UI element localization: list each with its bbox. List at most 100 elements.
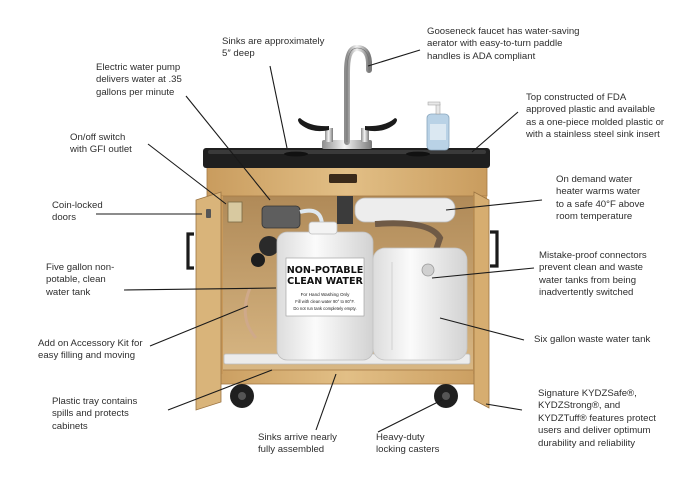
water-pump <box>261 205 301 229</box>
leader-tray <box>167 369 273 411</box>
leader-casters <box>377 399 443 433</box>
right-caster-hub <box>442 392 450 400</box>
casters <box>230 384 458 408</box>
countertop <box>203 148 490 168</box>
doors <box>186 191 499 411</box>
callout-pump-line: Electric water pump <box>96 62 181 73</box>
leader-clean-tank <box>123 287 277 291</box>
left-valve <box>325 128 333 142</box>
right-valve <box>361 128 369 142</box>
callout-assembled: Sinks arrive nearly fully assembled <box>258 432 337 457</box>
callout-casters: Heavy-duty locking casters <box>376 432 439 457</box>
leader-faucet <box>367 49 421 67</box>
callout-tray-line: spills and protects <box>52 408 129 420</box>
cabinet-bottom-rail <box>206 369 488 385</box>
tank-label-note-1: For Hand Washing Only <box>301 292 351 297</box>
leader-signature <box>485 403 523 411</box>
callout-signature-line: KYDZTuff® features protect <box>538 412 656 424</box>
tank-label-title-2: CLEAN WATER <box>287 276 363 287</box>
callout-doors-line: Coin-locked <box>52 200 103 211</box>
left-sink-drain <box>284 151 308 157</box>
leader-assembled <box>315 373 337 431</box>
callout-faucet-line: handles is ADA compliant <box>427 50 536 62</box>
gooseneck-faucet <box>298 44 397 149</box>
coin-lock <box>206 209 211 218</box>
right-paddle-handle <box>365 118 397 132</box>
waste-hose <box>374 220 444 263</box>
callout-faucet-line: aerator with easy-to-turn paddle <box>427 38 563 50</box>
fill-tube <box>243 287 258 340</box>
soap-pump-nozzle <box>427 101 441 106</box>
callout-doors: Coin-locked doors <box>52 200 103 225</box>
callout-tray: Plastic tray contains spills and protect… <box>52 396 137 433</box>
leader-switch <box>147 143 227 205</box>
callout-tray-line: cabinets <box>52 420 88 432</box>
clean-water-tank: NON-POTABLE CLEAN WATER For Hand Washing… <box>276 221 374 361</box>
leader-sinks-deep <box>269 65 288 149</box>
callout-connectors-line: water tanks from being <box>539 274 637 286</box>
callout-accessory-line: Add on Accessory Kit for <box>38 338 143 349</box>
callout-signature-line: durability and reliability <box>538 437 636 449</box>
leader-pump <box>185 95 271 201</box>
callout-switch-line: with GFI outlet <box>70 144 132 156</box>
left-paddle-handle <box>298 118 329 132</box>
leader-waste-tank <box>439 317 525 341</box>
waste-tank-body <box>372 247 468 361</box>
callout-assembled-line: Sinks arrive nearly <box>258 432 337 443</box>
callout-heater-line: On demand water <box>556 174 633 185</box>
callout-accessory-line: easy filling and moving <box>38 350 136 362</box>
left-door-handle <box>186 232 194 270</box>
left-caster-hub <box>238 392 246 400</box>
callout-pump-line: delivers water at .35 <box>96 74 182 86</box>
plumbing <box>227 196 456 340</box>
left-door <box>195 191 222 411</box>
callout-signature-line: Signature KYDZSafe®, <box>538 388 637 399</box>
tank-label-note-3: Do not run tank completely empty. <box>293 306 356 311</box>
soap-pump-stem <box>435 103 441 115</box>
callout-casters-line: Heavy-duty <box>376 432 425 443</box>
callout-sinks-deep-line: Sinks are approximately <box>222 36 325 47</box>
clean-tank-label <box>285 257 365 317</box>
callout-casters-line: locking casters <box>376 444 440 456</box>
callout-top: Top constructed of FDA approved plastic … <box>526 92 664 142</box>
callout-doors-line: doors <box>52 212 76 224</box>
callout-faucet: Gooseneck faucet has water-saving aerato… <box>427 26 580 63</box>
tank-label-note-2: Fill with clean water 90° to 80°F. <box>295 299 354 304</box>
gfi-outlet <box>227 201 243 223</box>
callout-heater: On demand water heater warms water to a … <box>556 174 645 224</box>
callout-heater-line: room temperature <box>556 211 633 223</box>
drain-pipe <box>337 196 353 224</box>
leader-lines <box>96 49 543 433</box>
right-door <box>473 191 490 409</box>
callout-top-line: Top constructed of FDA <box>526 92 627 103</box>
callout-tray-line: Plastic tray contains <box>52 396 138 407</box>
soap-bottle-label <box>430 124 446 140</box>
clean-tank-cap <box>308 221 338 235</box>
waste-tank-connector <box>421 263 435 277</box>
leader-accessory <box>149 305 249 347</box>
right-door-handle <box>490 230 499 268</box>
countertop-highlight <box>208 150 486 154</box>
right-sink-drain <box>406 151 430 157</box>
callout-pump: Electric water pump delivers water at .3… <box>96 62 182 99</box>
callout-switch-line: On/off switch <box>70 132 126 143</box>
callout-accessory: Add on Accessory Kit for easy filling an… <box>38 338 143 363</box>
callout-waste-tank-line: Six gallon waste water tank <box>534 334 651 345</box>
callout-top-line: as a one-piece molded plastic or <box>526 116 665 128</box>
water-heater <box>354 197 456 223</box>
soap-bottle <box>426 101 450 151</box>
callout-faucet-line: Gooseneck faucet has water-saving <box>427 26 580 37</box>
callout-top-line: approved plastic and available <box>526 104 656 116</box>
callout-clean-tank: Five gallon non- potable, clean water ta… <box>46 262 114 299</box>
callout-sinks-deep-line: 5″ deep <box>222 48 255 60</box>
callout-sinks-deep: Sinks are approximately 5″ deep <box>222 36 324 61</box>
callout-top-line: with a stainless steel sink insert <box>526 129 660 141</box>
pump-motor <box>259 236 279 256</box>
callout-assembled-line: fully assembled <box>258 444 325 456</box>
callout-connectors: Mistake-proof connectors prevent clean a… <box>539 250 647 300</box>
callout-clean-tank-line: potable, clean <box>46 274 106 286</box>
leader-connectors <box>431 267 535 279</box>
leader-top <box>471 111 519 153</box>
callout-clean-tank-line: Five gallon non- <box>46 262 115 273</box>
